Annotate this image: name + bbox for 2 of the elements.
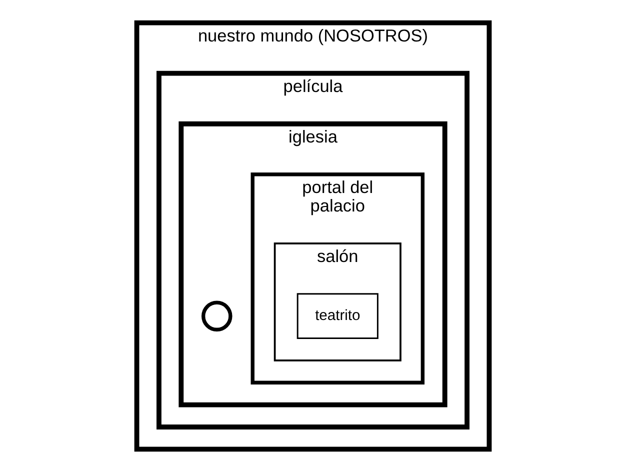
node-box: teatrito [296, 293, 378, 340]
node-circle [200, 300, 232, 332]
